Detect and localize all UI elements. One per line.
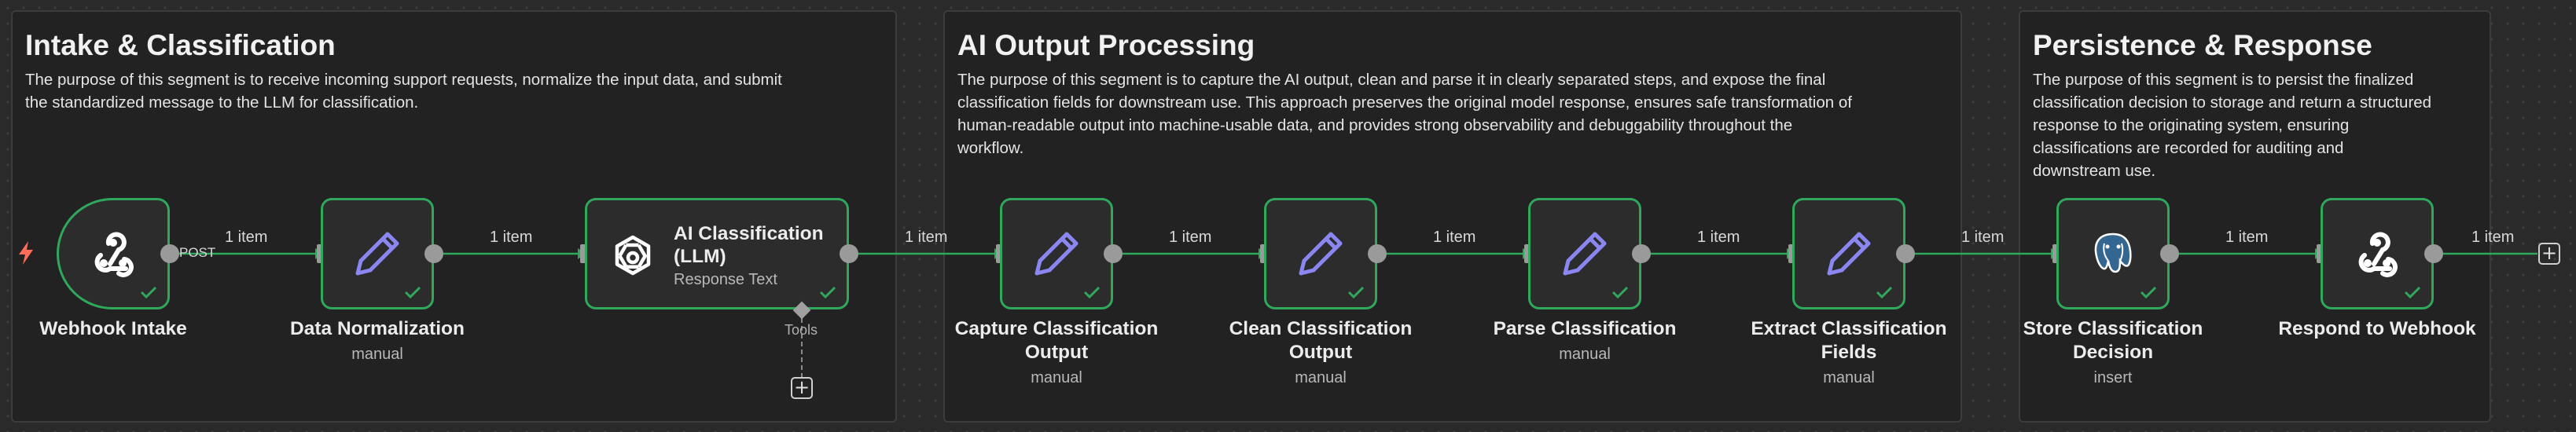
checkmark-icon [1083, 286, 1101, 299]
node-subtitle: Response Text [674, 271, 777, 288]
output-port[interactable] [160, 244, 179, 263]
node-subtitle: manual [1031, 369, 1082, 386]
pencil-icon [1299, 232, 1343, 276]
node-clean-classification-output[interactable] [1264, 198, 1377, 309]
node-parse-classification[interactable] [1528, 198, 1641, 309]
tools-label: Tools [785, 322, 818, 338]
pencil-icon [1034, 232, 1079, 276]
postgres-icon [2094, 232, 2132, 273]
add-node-button[interactable]: + [2538, 243, 2560, 265]
input-port[interactable] [580, 244, 588, 263]
webhook-icon [94, 232, 134, 277]
node-ai-classification[interactable]: AI Classification(LLM) Response Text [585, 198, 849, 309]
openai-icon [615, 235, 651, 276]
post-label: POST [179, 245, 216, 260]
node-subtitle: manual [1559, 346, 1611, 363]
output-port[interactable] [840, 244, 858, 263]
node-label: Data Normalization [290, 318, 465, 339]
checkmark-icon [1611, 286, 1629, 299]
node-store-classification-decision[interactable] [2056, 198, 2170, 309]
pencil-icon [1827, 232, 1871, 276]
section-description: The purpose of this segment is to receiv… [25, 71, 782, 112]
output-port[interactable] [2424, 244, 2443, 263]
add-tool-button[interactable]: + [791, 377, 813, 399]
section-title: Persistence & Response [2033, 29, 2372, 61]
checkmark-icon [2404, 286, 2421, 299]
output-port[interactable] [424, 244, 443, 263]
item-count-label: 1 item [1433, 229, 1476, 246]
node-label: Parse Classification [1493, 318, 1677, 339]
node-webhook-intake[interactable] [57, 198, 170, 309]
pencil-icon [355, 232, 399, 276]
plus-icon: + [793, 376, 810, 398]
node-subtitle: manual [1823, 369, 1875, 386]
section-title: Intake & Classification [25, 29, 336, 61]
pencil-icon [1563, 232, 1607, 276]
node-subtitle: manual [351, 346, 403, 363]
node-subtitle: insert [2093, 369, 2133, 386]
output-port[interactable] [1104, 244, 1123, 263]
item-count-label: 1 item [2225, 229, 2269, 246]
node-capture-classification-output[interactable] [1000, 198, 1113, 309]
node-label: AI Classification(LLM) [674, 223, 824, 267]
checkmark-icon [404, 286, 421, 299]
checkmark-icon [1876, 286, 1893, 299]
output-port[interactable] [1368, 244, 1387, 263]
node-data-normalization[interactable] [321, 198, 434, 309]
webhook-icon [2358, 232, 2398, 277]
diamond-port-icon[interactable] [791, 299, 813, 321]
checkmark-icon [819, 286, 836, 299]
plus-icon: + [2541, 242, 2558, 264]
checkmark-icon [140, 286, 157, 299]
node-respond-to-webhook[interactable] [2321, 198, 2434, 309]
node-label: Webhook Intake [39, 318, 187, 339]
section-description: The purpose of this segment is to captur… [957, 71, 1852, 157]
item-count-label: 1 item [905, 229, 948, 246]
bolt-icon [19, 241, 33, 265]
item-count-label: 1 item [490, 229, 533, 246]
node-extract-classification-fields[interactable] [1792, 198, 1905, 309]
item-count-label: 1 item [2471, 229, 2515, 246]
checkmark-icon [2140, 286, 2157, 299]
section-title: AI Output Processing [957, 29, 1255, 61]
node-subtitle: manual [1295, 369, 1347, 386]
section-description: The purpose of this segment is to persis… [2033, 71, 2432, 180]
item-count-label: 1 item [1961, 229, 2005, 246]
node-label: Respond to Webhook [2278, 318, 2476, 339]
output-port[interactable] [2160, 244, 2179, 263]
item-count-label: 1 item [1169, 229, 1212, 246]
output-port[interactable] [1632, 244, 1651, 263]
item-count-label: 1 item [225, 229, 268, 246]
item-count-label: 1 item [1697, 229, 1740, 246]
output-port[interactable] [1896, 244, 1915, 263]
checkmark-icon [1347, 286, 1365, 299]
